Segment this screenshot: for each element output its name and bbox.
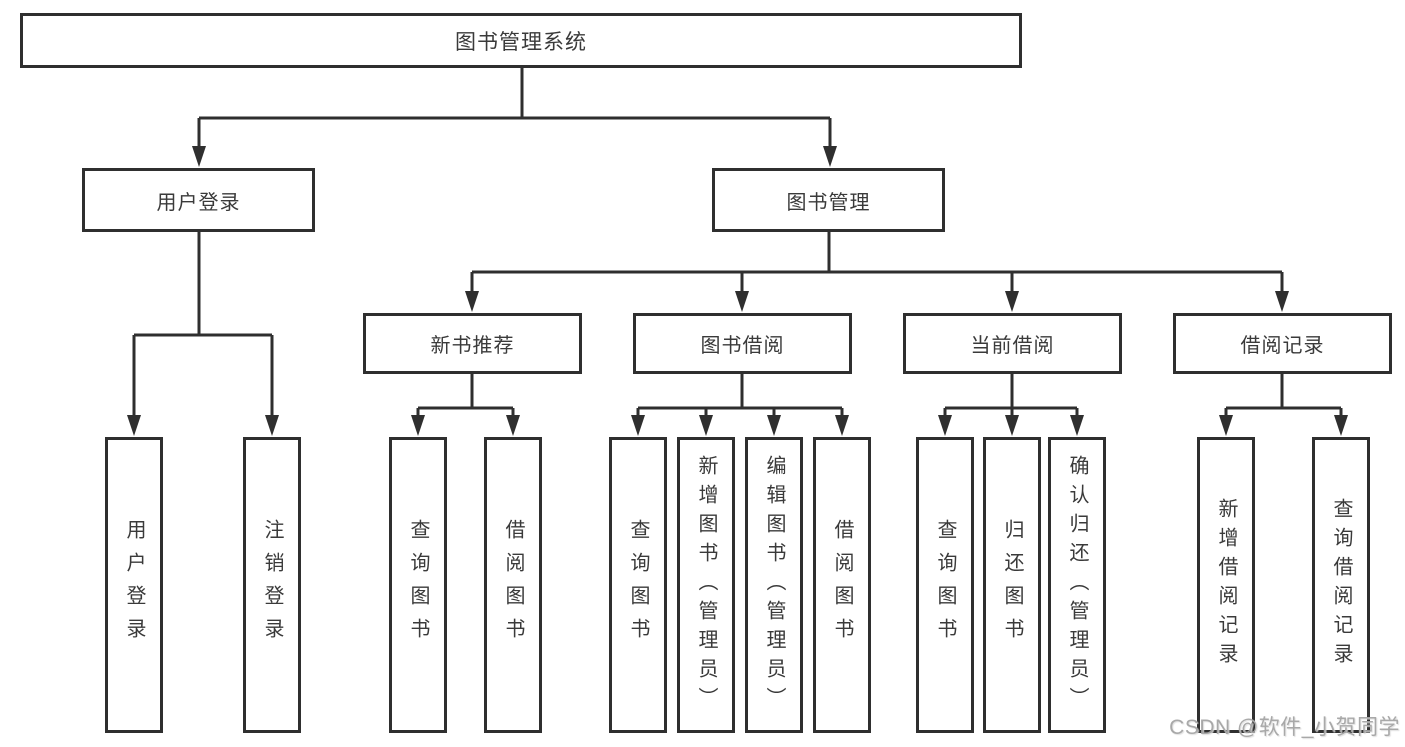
- node-book-borrowing: 图书借阅: [633, 313, 852, 374]
- leaf-recommend-query-books-label: 查询图书: [407, 519, 429, 651]
- leaf-logout-label: 注销登录: [261, 519, 283, 651]
- node-borrowing-records-label: 借阅记录: [1240, 335, 1325, 357]
- watermark: CSDN @软件_小贺同学: [1169, 716, 1400, 739]
- node-new-book-recommend-label: 新书推荐: [430, 335, 515, 357]
- leaf-borrowing-borrow-books: 借阅图书: [813, 437, 871, 733]
- node-current-borrowing: 当前借阅: [903, 313, 1122, 374]
- connector-user-login-children: [127, 232, 279, 436]
- leaf-edit-books-admin-label: 编辑图书（管理员）: [763, 454, 785, 716]
- leaf-confirm-return-admin: 确认归还（管理员）: [1048, 437, 1106, 733]
- leaf-borrowing-query-books: 查询图书: [609, 437, 667, 733]
- leaf-logout: 注销登录: [243, 437, 301, 733]
- leaf-user-login: 用户登录: [105, 437, 163, 733]
- leaf-user-login-label: 用户登录: [123, 519, 145, 651]
- leaf-return-books: 归还图书: [983, 437, 1041, 733]
- leaf-add-books-admin: 新增图书（管理员）: [677, 437, 735, 733]
- node-book-management-branch: 图书管理: [712, 168, 945, 232]
- leaf-borrowing-borrow-books-label: 借阅图书: [831, 519, 853, 651]
- node-borrowing-records: 借阅记录: [1173, 313, 1392, 374]
- node-user-login-branch-label: 用户登录: [156, 191, 241, 214]
- node-current-borrowing-label: 当前借阅: [970, 335, 1055, 357]
- leaf-recommend-borrow-books-label: 借阅图书: [502, 519, 524, 651]
- node-book-management-branch-label: 图书管理: [786, 191, 871, 214]
- connector-book-management-children: [465, 232, 1289, 312]
- leaf-add-borrow-record: 新增借阅记录: [1197, 437, 1255, 733]
- connector-book-borrowing-children: [631, 374, 849, 436]
- node-book-borrowing-label: 图书借阅: [700, 335, 785, 357]
- connector-current-borrowing-children: [938, 374, 1084, 436]
- node-root-label: 图书管理系统: [455, 30, 587, 54]
- leaf-query-borrow-record: 查询借阅记录: [1312, 437, 1370, 733]
- node-user-login-branch: 用户登录: [82, 168, 315, 232]
- leaf-current-query-books-label: 查询图书: [934, 519, 956, 651]
- leaf-borrowing-query-books-label: 查询图书: [627, 519, 649, 651]
- leaf-query-borrow-record-label: 查询借阅记录: [1330, 498, 1352, 672]
- leaf-recommend-borrow-books: 借阅图书: [484, 437, 542, 733]
- node-new-book-recommend: 新书推荐: [363, 313, 582, 374]
- leaf-return-books-label: 归还图书: [1001, 519, 1023, 651]
- leaf-add-books-admin-label: 新增图书（管理员）: [695, 454, 717, 716]
- connector-borrowing-records-children: [1219, 374, 1348, 436]
- leaf-confirm-return-admin-label: 确认归还（管理员）: [1066, 454, 1088, 716]
- connector-root-to-level2: [192, 68, 837, 167]
- leaf-edit-books-admin: 编辑图书（管理员）: [745, 437, 803, 733]
- leaf-current-query-books: 查询图书: [916, 437, 974, 733]
- connector-new-book-recommend-children: [411, 374, 520, 436]
- leaf-add-borrow-record-label: 新增借阅记录: [1215, 498, 1237, 672]
- leaf-recommend-query-books: 查询图书: [389, 437, 447, 733]
- node-root: 图书管理系统: [20, 13, 1022, 68]
